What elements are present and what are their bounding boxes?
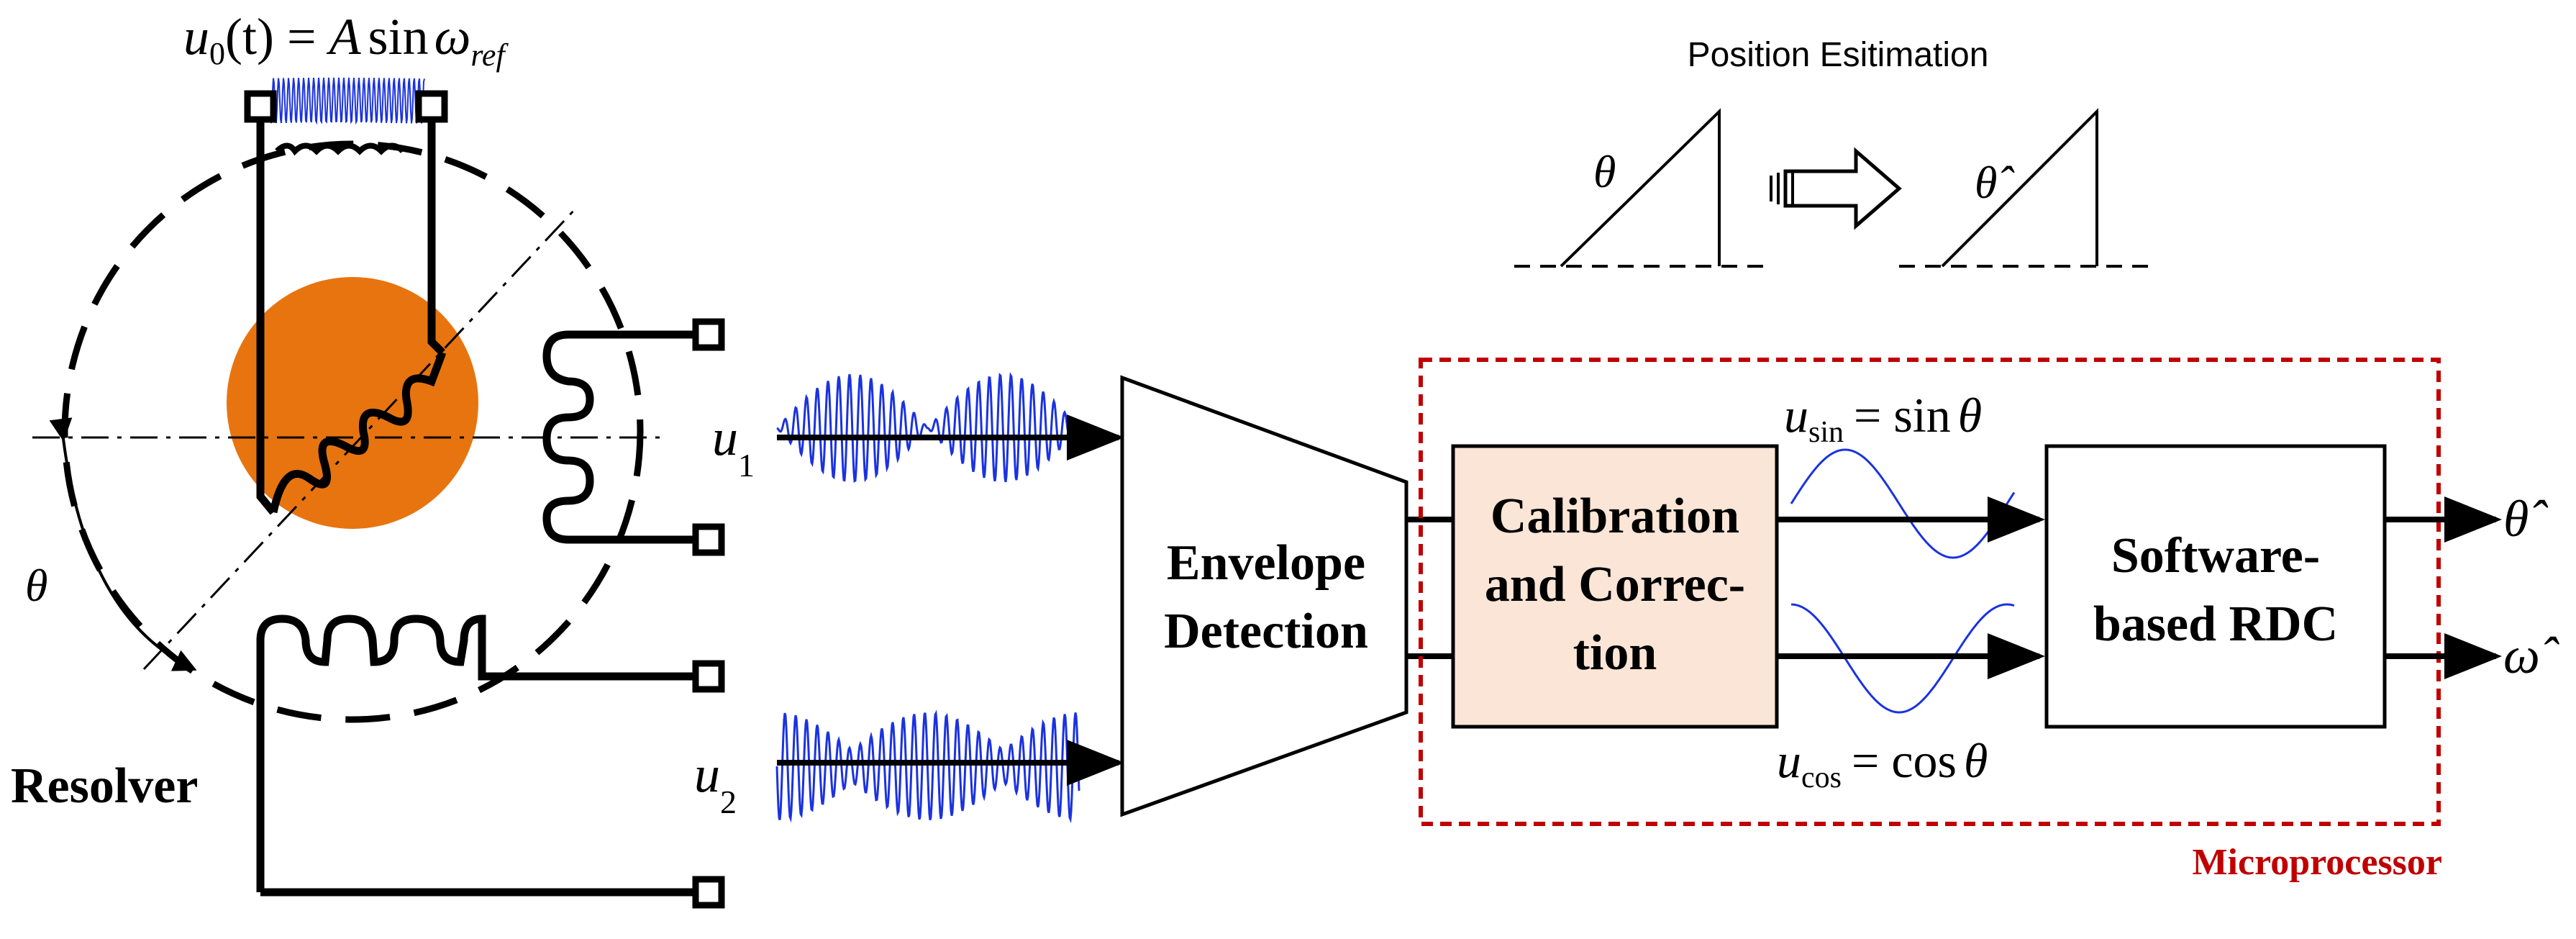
envelope-detection-block: Envelope Detection (1120, 375, 1408, 817)
sine-stator-coil (542, 330, 709, 544)
rdc-line-2: based RDC (2093, 596, 2338, 652)
theta-ramp-label: θ (1593, 146, 1616, 197)
theta-hat-label: θ̂ (2503, 490, 2548, 548)
u2-u: u (694, 745, 720, 803)
u2-sub: 2 (720, 784, 737, 820)
u1-u: u (712, 409, 738, 466)
excitation-signal (269, 77, 425, 125)
position-estimation-title: Position Esitimation (1688, 36, 1989, 74)
angle-label: θ (25, 560, 47, 611)
excitation-wire-right (427, 108, 445, 355)
usin-sub: sin (1808, 416, 1844, 449)
excitation-wire-left (256, 108, 277, 515)
estimation-arrow-icon (1770, 147, 1902, 230)
u1-sub: 1 (738, 447, 755, 484)
ucos-u: u (1777, 733, 1801, 788)
excitation-coil (275, 142, 405, 156)
u1-label: u1 (712, 409, 755, 484)
excitation-ref: ref (470, 37, 509, 73)
envelope-trapezoid (1120, 375, 1408, 817)
sin-waveform (1790, 448, 2016, 559)
excitation-amp: A (327, 8, 362, 65)
microprocessor-label: Microprocessor (2192, 842, 2442, 883)
excitation-terminal-right (415, 90, 448, 123)
usin-theta: θ (1958, 388, 1982, 443)
usin-eq: = sin (1854, 388, 1951, 443)
calibration-line-1: Calibration (1490, 489, 1739, 544)
rdc-block (2044, 444, 2387, 729)
rdc-line-1: Software- (2111, 528, 2320, 584)
ucos-eq: = cos (1852, 733, 1957, 788)
envelope-line-2: Detection (1164, 604, 1368, 659)
microprocessor-border (1419, 358, 2441, 826)
theta-hat-ramp (1941, 108, 2098, 268)
rotor-axis (142, 207, 577, 671)
excitation-sub: 0 (209, 36, 225, 71)
cosine-terminal-bottom (692, 876, 725, 909)
calibration-line-3: tion (1573, 625, 1657, 681)
excitation-rest: (t) = (225, 8, 329, 65)
ucos-sub: cos (1801, 761, 1842, 794)
angle-arc (49, 417, 197, 671)
cosine-stator-coil (256, 614, 709, 892)
cos-waveform (1791, 603, 2015, 714)
u2-waveform (775, 709, 1080, 824)
rotor-coil (269, 351, 447, 514)
microprocessor: Microprocessor Calibration and Correc- t… (1419, 358, 2442, 883)
rotor (227, 277, 478, 529)
omega-hat-label: ω̂ (2503, 627, 2559, 684)
theta-ramp (1560, 108, 1721, 268)
u2-label: u2 (694, 745, 737, 820)
excitation-u: u (183, 8, 209, 65)
u1-waveform (776, 372, 1080, 484)
position-estimation: Position Esitimation θ θ̂ (1514, 36, 2154, 268)
usin-u: u (1784, 388, 1808, 443)
ucos-theta: θ (1964, 733, 1988, 788)
excitation-sin: sin (368, 8, 429, 65)
resolver-label: Resolver (11, 758, 198, 814)
excitation-omega: ω (434, 8, 471, 65)
calibration-block (1451, 444, 1779, 729)
sine-terminal-bottom (692, 523, 725, 556)
input-signals: u1 u2 (694, 372, 1124, 824)
sine-terminal-top (692, 318, 725, 351)
outputs: θ̂ ω̂ (2385, 490, 2559, 684)
excitation-terminal-left (244, 90, 277, 123)
cosine-terminal-top (692, 660, 725, 693)
calibration-line-2: and Correc- (1485, 557, 1745, 612)
envelope-line-1: Envelope (1167, 535, 1365, 591)
